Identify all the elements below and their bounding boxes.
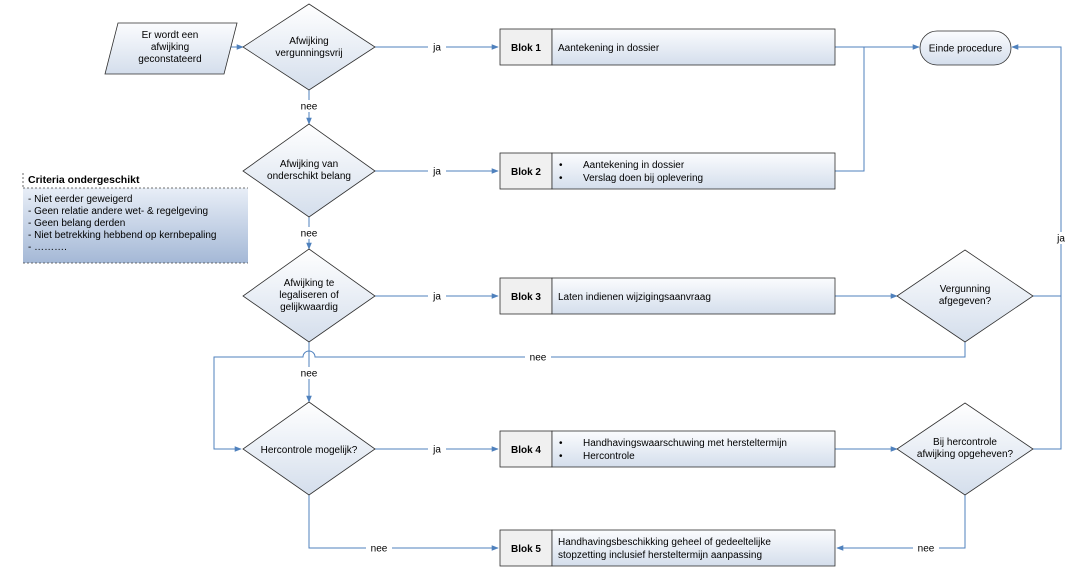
decision-shape [896, 249, 1034, 343]
criteria-title: Criteria ondergeschikt [28, 174, 140, 186]
criteria-item: - Niet betrekking hebbend op kernbepalin… [28, 230, 216, 241]
decision-shape [242, 123, 376, 218]
block-content-box [551, 28, 836, 66]
start-line-1: Er wordt een [142, 30, 199, 41]
start-line-2: afwijking [151, 42, 189, 53]
block-line: Aantekening in dossier [583, 160, 685, 171]
end-shape [919, 30, 1012, 66]
decision-d4: Hercontrole mogelijk? [242, 401, 376, 496]
block-label-box [499, 529, 553, 567]
decision-text: Bij hercontrole [933, 437, 997, 448]
label-no-d4: nee [371, 544, 388, 555]
block-content-box [551, 430, 836, 468]
connector-blok2-to-end [835, 47, 865, 172]
decision-d5: Vergunning afgegeven? [896, 249, 1034, 343]
label-yes-d3: ja [432, 292, 441, 303]
decision-d6: Bij hercontrole afwijking opgeheven? [896, 402, 1034, 496]
block-content-box [551, 277, 836, 315]
decision-text: afwijking opgeheven? [917, 449, 1014, 460]
bullet: • [559, 451, 563, 462]
label-no-d1: nee [301, 102, 318, 113]
connector-d4-to-blok5 [308, 495, 499, 551]
connector-d5-no-to-d4 [213, 342, 966, 452]
block-1: Blok 1 Aantekening in dossier [499, 28, 836, 66]
criteria-item: - Geen belang derden [28, 218, 125, 229]
label-yes-d5: ja [1056, 234, 1065, 245]
criteria-item: - Geen relatie andere wet- & regelgeving [28, 206, 208, 217]
label-no-d3: nee [301, 369, 318, 380]
decision-text: Vergunning [940, 284, 991, 295]
decision-text: onderschikt belang [267, 171, 351, 182]
block-label-box [499, 277, 553, 315]
block-content-box [551, 152, 836, 190]
decision-text: afgegeven? [939, 296, 992, 307]
block-line: Verslag doen bij oplevering [583, 173, 703, 184]
connector-d6-yes-up [1033, 296, 1062, 450]
end-node: Einde procedure [919, 30, 1012, 66]
start-shape [104, 22, 238, 75]
block-label-box [499, 430, 553, 468]
block-line: Handhavingsbeschikking geheel of gedeelt… [558, 537, 771, 548]
block-line: Aantekening in dossier [558, 43, 660, 54]
block-label: Blok 4 [511, 445, 541, 456]
block-label: Blok 1 [511, 43, 541, 54]
block-label: Blok 2 [511, 167, 541, 178]
decision-d2: Afwijking van onderschikt belang [242, 123, 376, 218]
label-no-d5: nee [530, 353, 547, 364]
block-3: Blok 3 Laten indienen wijzigingsaanvraag [499, 277, 836, 315]
criteria-item: - Niet eerder geweigerd [28, 194, 133, 205]
bullet: • [559, 438, 563, 449]
decision-d1: Afwijking vergunningsvrij [242, 3, 376, 91]
decision-text: vergunningsvrij [275, 48, 342, 59]
block-line: stopzetting inclusief hersteltermijn aan… [558, 550, 762, 561]
decision-d3: Afwijking te legaliseren of gelijkwaardi… [242, 248, 376, 343]
bullet: • [559, 173, 563, 184]
block-label: Blok 5 [511, 544, 541, 555]
decision-text: gelijkwaardig [280, 302, 338, 313]
label-no-d6: nee [918, 544, 935, 555]
decision-shape [242, 3, 376, 91]
decision-text: legaliseren of [279, 290, 339, 301]
label-yes-d1: ja [432, 43, 441, 54]
connector-d6-to-blok5 [836, 495, 966, 551]
end-label: Einde procedure [929, 44, 1003, 55]
criteria-panel: Criteria ondergeschikt - Niet eerder gew… [22, 173, 248, 264]
block-label-box [499, 28, 553, 66]
label-yes-d2: ja [432, 167, 441, 178]
block-2: Blok 2 • Aantekening in dossier • Versla… [499, 152, 836, 190]
criteria-item: - ………. [28, 242, 67, 253]
block-label: Blok 3 [511, 292, 541, 303]
decision-shape [242, 401, 376, 496]
block-4: Blok 4 • Handhavingswaarschuwing met her… [499, 430, 836, 468]
label-yes-d4: ja [432, 445, 441, 456]
block-5: Blok 5 Handhavingsbeschikking geheel of … [499, 529, 836, 567]
block-line: Laten indienen wijzigingsaanvraag [558, 292, 711, 303]
decision-text: Afwijking van [280, 159, 338, 170]
decision-shape [896, 402, 1034, 496]
block-label-box [499, 152, 553, 190]
start-node: Er wordt een afwijking geconstateerd [104, 22, 238, 75]
block-content-box [551, 529, 836, 567]
start-line-3: geconstateerd [138, 54, 201, 65]
connector-d5-yes-to-end [1011, 44, 1062, 297]
criteria-background [23, 188, 248, 263]
decision-shape [242, 248, 376, 343]
decision-text: Hercontrole mogelijk? [261, 445, 358, 456]
edge-labels: ja ja ja ja ja nee nee nee nee nee nee [296, 41, 1065, 555]
label-no-d2: nee [301, 229, 318, 240]
decision-text: Afwijking [289, 36, 328, 47]
block-line: Handhavingswaarschuwing met hersteltermi… [583, 438, 787, 449]
block-line: Hercontrole [583, 451, 635, 462]
decision-text: Afwijking te [284, 278, 335, 289]
bullet: • [559, 160, 563, 171]
